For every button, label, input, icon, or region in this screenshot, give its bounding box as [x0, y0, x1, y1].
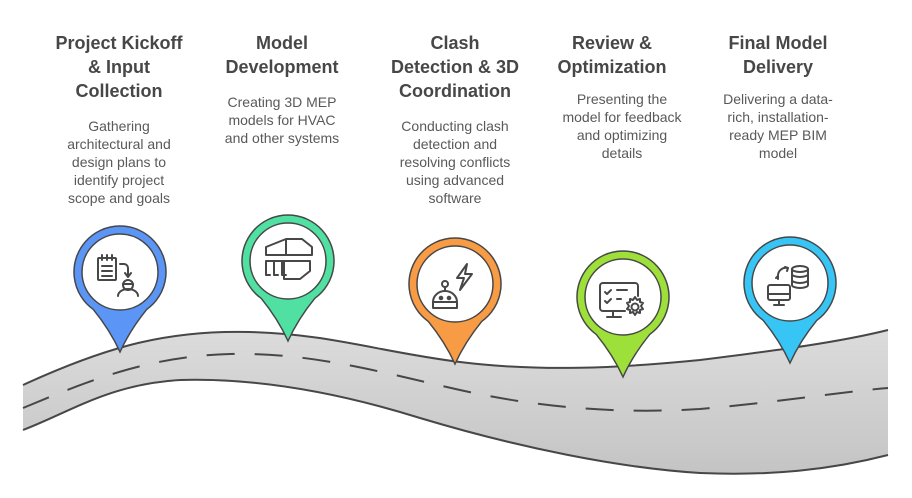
- road: [22, 329, 889, 475]
- road-top-edge: [22, 329, 889, 386]
- road-surface: [23, 330, 888, 474]
- step-5-title: Final Model Delivery: [693, 31, 863, 79]
- step-3-description: Conducting clash detection and resolving…: [375, 117, 535, 207]
- step-4-description: Presenting the model for feedback and op…: [542, 90, 702, 162]
- road-center-dashes: [22, 352, 889, 412]
- step-3-desc-line: software: [428, 190, 482, 206]
- step-4-desc-line: Presenting the: [576, 91, 668, 107]
- road-bottom-edge: [22, 378, 889, 475]
- step-1-title-line: Collection: [75, 81, 163, 101]
- step-1-title: Project Kickoff & Input Collection: [34, 31, 204, 103]
- step-4-desc-line: model for feedback: [562, 109, 682, 125]
- step-2-desc-line: Creating 3D MEP: [227, 94, 337, 110]
- step-2-pin: [241, 214, 335, 343]
- step-3-title-line: Coordination: [399, 81, 511, 101]
- step-1-desc-line: scope and goals: [68, 190, 170, 206]
- step-1-desc-line: design plans to: [71, 154, 167, 170]
- step-3-desc-line: Conducting clash: [401, 118, 509, 134]
- step-1-desc-line: architectural and: [67, 136, 171, 152]
- step-1-pin: [73, 225, 167, 354]
- step-2-title-line: Development: [225, 57, 339, 77]
- robot-lightning-icon: [432, 263, 473, 309]
- step-1-pin-inner-circle: [81, 233, 159, 311]
- step-1-desc-line: identify project: [73, 172, 165, 188]
- step-5-description: Delivering a data- rich, installation- r…: [698, 90, 858, 162]
- step-4-pin: [576, 250, 670, 379]
- step-3-desc-line: resolving conflicts: [399, 154, 511, 170]
- step-3-pin-inner-circle: [416, 245, 494, 323]
- step-4-title-line: Review &: [571, 33, 653, 53]
- monitor-database-sync-icon: [767, 265, 809, 306]
- step-2-title: Model Development: [197, 31, 367, 79]
- step-3-desc-line: detection and: [412, 136, 498, 152]
- step-5-desc-line: rich, installation-: [727, 109, 829, 125]
- step-4-title-line: Optimization: [557, 57, 667, 77]
- step-4-desc-line: details: [601, 145, 643, 161]
- step-5-pin-inner-circle: [751, 244, 829, 322]
- step-4-desc-line: and optimizing: [576, 127, 668, 143]
- step-3-title-line: Detection & 3D: [390, 57, 520, 77]
- step-4-pin-inner-circle: [584, 258, 662, 336]
- step-4-title: Review & Optimization: [527, 31, 697, 79]
- step-5-title-line: Delivery: [742, 57, 814, 77]
- step-5-desc-line: model: [758, 145, 798, 161]
- step-1-title-line: & Input: [88, 57, 150, 77]
- step-5-pin: [743, 236, 837, 365]
- step-2-desc-line: and other systems: [224, 130, 340, 146]
- step-2-desc-line: models for HVAC: [228, 112, 336, 128]
- step-2-description: Creating 3D MEP models for HVAC and othe…: [202, 93, 362, 147]
- step-2-title-line: Model: [256, 33, 308, 53]
- step-3-title: Clash Detection & 3D Coordination: [370, 31, 540, 103]
- step-1-description: Gathering architectural and design plans…: [39, 117, 199, 207]
- step-3-title-line: Clash: [430, 33, 480, 53]
- step-3-desc-line: using advanced: [405, 172, 505, 188]
- monitor-checklist-gear-icon: [599, 282, 644, 318]
- step-5-desc-line: Delivering a data-: [723, 91, 833, 107]
- step-3-pin: [408, 237, 502, 366]
- step-5-title-line: Final Model: [728, 33, 828, 53]
- building-model-icon: [265, 238, 313, 280]
- checklist-to-person-icon: [97, 254, 139, 297]
- step-1-title-line: Project Kickoff: [55, 33, 183, 53]
- step-5-desc-line: ready MEP BIM: [729, 127, 827, 143]
- step-1-desc-line: Gathering: [88, 118, 150, 134]
